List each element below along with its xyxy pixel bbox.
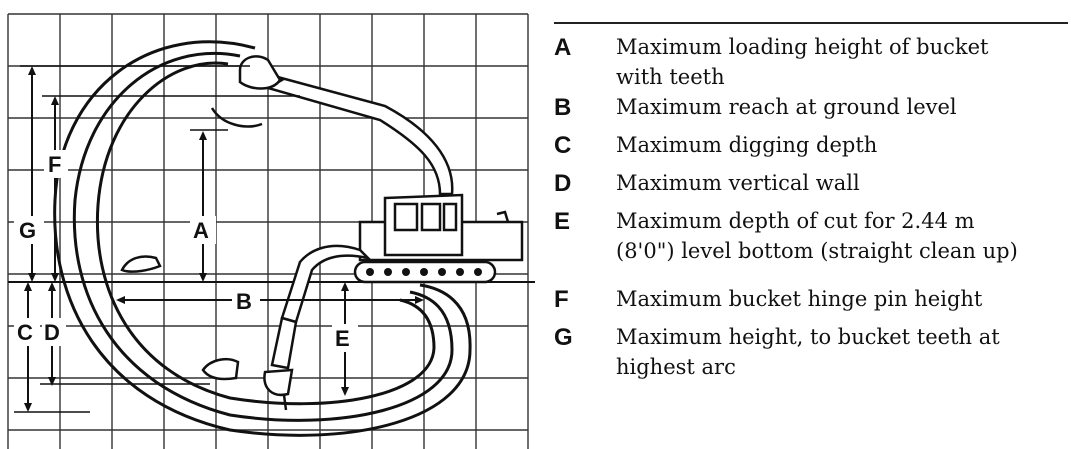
diagram-label-G: G bbox=[19, 218, 36, 243]
legend-description-line: Maximum reach at ground level bbox=[616, 95, 957, 119]
bucket-positions bbox=[120, 255, 240, 381]
legend-description: Maximum reach at ground level bbox=[616, 92, 1066, 122]
legend-letter: A bbox=[554, 34, 572, 61]
diagram-label-D: D bbox=[44, 320, 60, 345]
legend-description: Maximum depth of cut for 2.44 m (8'0") le… bbox=[616, 206, 1066, 266]
diagram-label-A: A bbox=[193, 218, 209, 243]
legend-letter: F bbox=[554, 286, 569, 313]
legend-letter: E bbox=[554, 208, 571, 235]
legend-letter: C bbox=[554, 132, 572, 159]
legend-description: Maximum height, to bucket teeth at highes… bbox=[616, 322, 1066, 382]
legend-description: Maximum loading height of bucket with tee… bbox=[616, 32, 1066, 92]
legend-description-line: Maximum loading height of bucket bbox=[616, 35, 989, 59]
diagram-label-E: E bbox=[335, 326, 350, 351]
legend-divider bbox=[554, 22, 1068, 24]
legend-description-line: with teeth bbox=[616, 65, 725, 89]
legend-panel: A Maximum loading height of bucket with te… bbox=[554, 8, 1069, 448]
legend-description: Maximum digging depth bbox=[616, 130, 1066, 160]
diagram-label-B: B bbox=[236, 289, 252, 314]
legend-description-line: Maximum vertical wall bbox=[616, 171, 860, 195]
working-range-arcs bbox=[53, 40, 472, 437]
legend-description-line: Maximum digging depth bbox=[616, 133, 878, 157]
legend-description-line: Maximum height, to bucket teeth at bbox=[616, 325, 1000, 349]
legend-description: Maximum bucket hinge pin height bbox=[616, 284, 1066, 314]
legend-description-line: (8'0") level bottom (straight clean up) bbox=[616, 239, 1018, 263]
legend-description-line: Maximum bucket hinge pin height bbox=[616, 287, 983, 311]
legend-description: Maximum vertical wall bbox=[616, 168, 1066, 198]
legend-letter: D bbox=[554, 170, 572, 197]
diagram-label-F: F bbox=[48, 152, 61, 177]
legend-description-line: highest arc bbox=[616, 355, 736, 379]
diagram-label-C: C bbox=[17, 320, 33, 345]
excavator-icon bbox=[210, 55, 524, 411]
legend-letter: G bbox=[554, 324, 573, 351]
dimension-labels: G F A C D B E bbox=[14, 150, 358, 352]
excavator-working-range-diagram: G F A C D B E bbox=[7, 13, 535, 449]
legend-letter: B bbox=[554, 94, 572, 121]
legend-description-line: Maximum depth of cut for 2.44 m bbox=[616, 209, 975, 233]
